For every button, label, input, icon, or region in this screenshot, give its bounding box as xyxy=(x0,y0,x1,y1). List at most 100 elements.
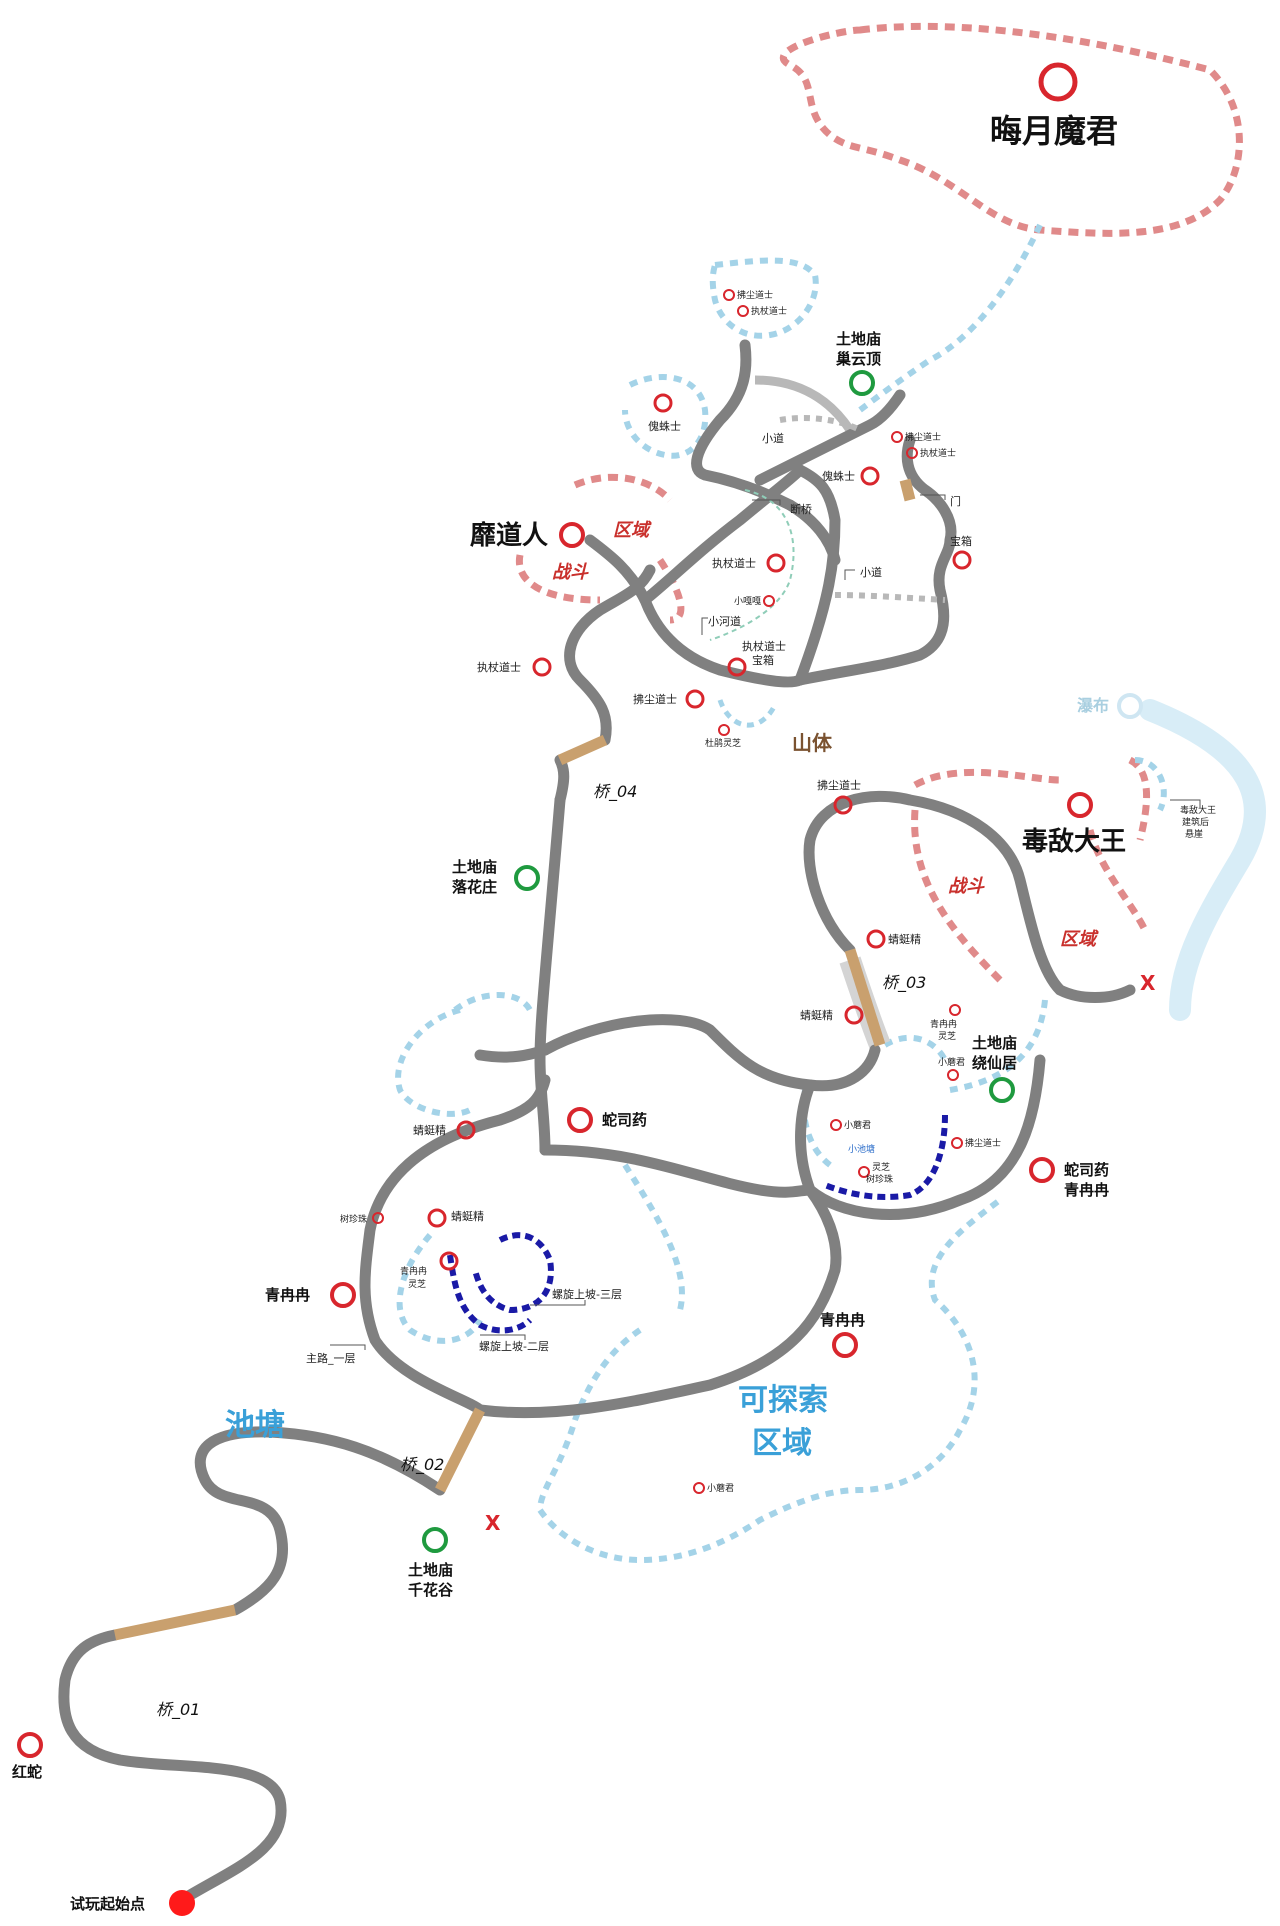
dead-end-east: X xyxy=(1140,971,1156,995)
approach-path-huiyue xyxy=(858,223,1043,413)
pool-edge xyxy=(823,1114,948,1200)
enemy-label-qingranran-1: 青冉冉 xyxy=(265,1286,310,1304)
enemy-label-lingzhi-2: 灵芝 xyxy=(408,1278,426,1290)
trail-mountain xyxy=(834,592,946,603)
bridge-label-04: 桥_04 xyxy=(593,782,637,802)
explore-pocket-pool xyxy=(800,1034,948,1168)
enemy-marker-qingting-1 xyxy=(866,929,886,949)
enemy-marker-zhizhang-bx xyxy=(727,657,747,677)
enemy-marker-qingting-4 xyxy=(427,1208,447,1228)
bridge-04 xyxy=(557,734,608,766)
zone-label-waterfall: 瀑布 xyxy=(1077,696,1109,715)
explore-pocket-lingzhi xyxy=(396,1233,483,1344)
shrine-marker-raoxian xyxy=(989,1077,1015,1103)
road-summit-west xyxy=(691,339,796,511)
road-mountain-approach xyxy=(564,564,656,746)
enemy-label-fuchen-top: 拂尘道士 xyxy=(737,289,773,301)
enemy-label-fuchen-2: 拂尘道士 xyxy=(817,778,861,792)
explore-pocket-kuilei xyxy=(622,374,709,459)
road-pond-loop xyxy=(359,1074,551,1416)
road-mountain-cross xyxy=(639,464,806,606)
shortcut-arc xyxy=(754,375,854,433)
boss-marker-qingranran-1 xyxy=(330,1282,356,1308)
road-midao-arena xyxy=(584,534,806,688)
road-summit-east xyxy=(754,389,906,486)
bridges xyxy=(113,478,916,1641)
boss-zone-midao xyxy=(515,473,685,624)
road-central-vertical xyxy=(534,794,566,1156)
shrine-label-qianhua-1: 土地庙 xyxy=(408,1561,453,1579)
shrine-label-chaoyun-1: 土地庙 xyxy=(836,330,881,348)
start-marker xyxy=(169,1890,195,1916)
enemy-marker-fuchen-summit xyxy=(891,431,903,443)
enemy-marker-kuilei-1 xyxy=(653,393,673,413)
path-label-xiaochitang: 小池塘 xyxy=(848,1143,875,1155)
enemy-marker-fuchen-2 xyxy=(833,795,853,815)
explore-zone-large xyxy=(536,1163,1002,1564)
path-label-dudi-note-1: 毒敌大王 xyxy=(1180,804,1216,816)
enemy-label-shesiyao-q-2: 青冉冉 xyxy=(1064,1181,1109,1199)
enemy-marker-xiaomo-3 xyxy=(693,1482,705,1494)
road-dudi-loop xyxy=(803,790,1136,1003)
explore-zone-dudi xyxy=(949,757,1167,1093)
enemy-marker-shuzhenzhu xyxy=(372,1212,384,1224)
path-label-spiral3: 螺旋上坡-三层 xyxy=(552,1287,622,1301)
enemy-marker-fuchen-1 xyxy=(685,689,705,709)
explore-pocket-west xyxy=(395,992,533,1117)
trails xyxy=(779,415,946,603)
bridge-01 xyxy=(113,1604,237,1641)
boss-label-hongshe: 红蛇 xyxy=(12,1763,42,1781)
dead-end-south: X xyxy=(485,1511,501,1535)
spiral-3 xyxy=(472,1232,554,1314)
zone-label-explore-1: 可探索 xyxy=(738,1383,828,1418)
boss-marker-hongshe xyxy=(17,1732,43,1758)
road-start xyxy=(58,1629,287,1906)
boss-marker-huiyue xyxy=(1038,62,1078,102)
enemy-label-fuchen-1: 拂尘道士 xyxy=(633,692,677,706)
enemy-marker-zhizhang-2 xyxy=(532,657,552,677)
enemy-marker-fuchen-3 xyxy=(951,1137,963,1149)
labels: 晦月魔君 靡道人 毒敌大王 红蛇 试玩起始点 土地庙 巢云顶 土地庙 落花庄 土… xyxy=(12,112,1216,1913)
enemy-marker-lingzhi xyxy=(439,1251,459,1271)
enemy-label-shesiyao-1: 蛇司药 xyxy=(602,1111,647,1129)
markers xyxy=(17,62,1143,1916)
shrine-marker-qianhua xyxy=(422,1527,448,1553)
bridge-label-01: 桥_01 xyxy=(156,1700,200,1720)
shrine-label-chaoyun-2: 巢云顶 xyxy=(835,350,881,368)
enemy-marker-xiaomo-1 xyxy=(947,1069,959,1081)
enemy-label-kuilei-1: 傀蛛士 xyxy=(648,419,681,433)
road-river-bank xyxy=(474,1184,842,1419)
enemy-marker-dujuan xyxy=(718,724,730,736)
enemy-marker-qingting-3 xyxy=(456,1120,476,1140)
zone-outlines xyxy=(395,22,1243,1564)
shrine-label-luohua-2: 落花庄 xyxy=(452,878,497,896)
enemy-label-fuchen-summit: 拂尘道士 xyxy=(905,431,941,443)
bridge-label-03: 桥_03 xyxy=(882,973,926,993)
leader-mainroad1 xyxy=(330,1344,366,1350)
river-path xyxy=(709,489,795,641)
leader-men xyxy=(920,494,946,500)
road-cross-middle xyxy=(539,1144,816,1198)
spiral-slopes xyxy=(447,1114,948,1334)
waterfall-marker xyxy=(1117,693,1143,719)
enemy-label-lingzhi-1: 青冉冉 xyxy=(400,1265,427,1277)
bridge-03 xyxy=(844,948,886,1047)
leader-dudi xyxy=(1170,799,1201,808)
enemy-label-zhizhang-bx-1: 执杖道士 xyxy=(742,639,786,653)
waterfall xyxy=(1139,699,1266,1021)
spiral-2 xyxy=(447,1254,533,1334)
boss-label-midao: 靡道人 xyxy=(470,520,548,551)
zone-label-area-2: 区域 xyxy=(1060,929,1099,950)
enemy-label-zhizhang-2: 执杖道士 xyxy=(477,660,521,674)
shrine-label-luohua-1: 土地庙 xyxy=(452,858,497,876)
enemy-marker-xiaogaga xyxy=(763,595,775,607)
zone-label-pond: 池塘 xyxy=(225,1408,285,1443)
road-mountain-north xyxy=(794,464,841,686)
roads xyxy=(58,339,1136,1906)
start-label: 试玩起始点 xyxy=(70,1895,145,1913)
enemy-marker-zhizhang-1 xyxy=(766,553,786,573)
zone-label-battle-1: 战斗 xyxy=(552,562,589,583)
enemy-marker-kuilei-2 xyxy=(860,466,880,486)
boss-label-huiyue: 晦月魔君 xyxy=(990,112,1118,150)
